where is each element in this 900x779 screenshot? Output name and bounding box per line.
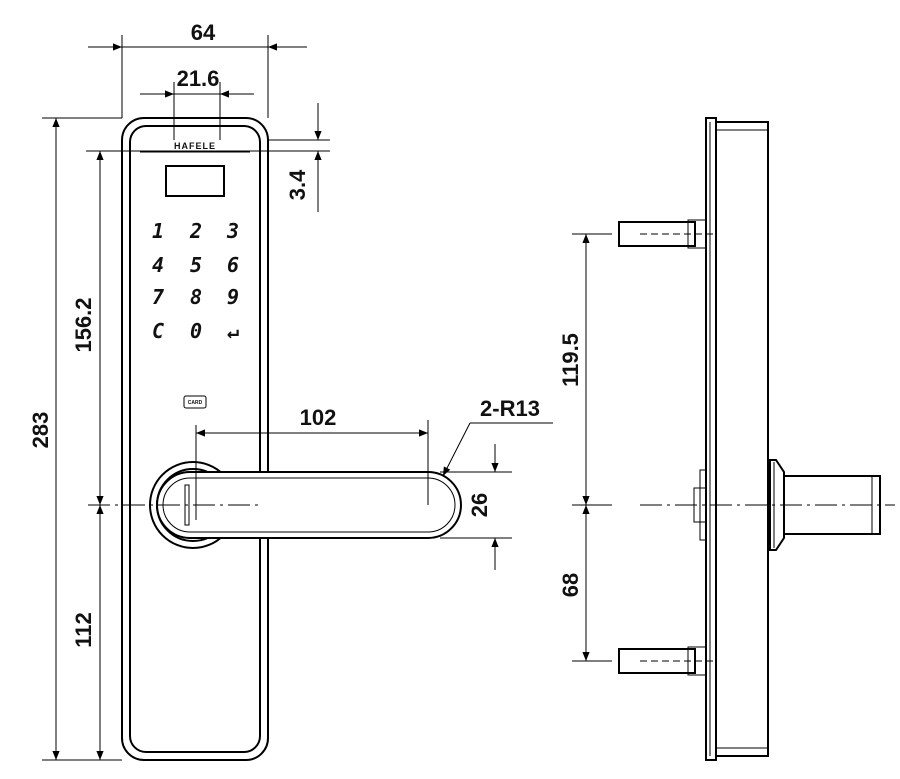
lever-handle-outer — [156, 471, 462, 539]
dim-side-lower: 68 — [558, 573, 583, 597]
key-6: 6 — [227, 253, 239, 277]
key-2: 2 — [189, 219, 202, 243]
front-view: HAFELE 1 2 3 4 5 6 7 8 9 C 0 ↵ CARD — [88, 117, 462, 761]
key-5: 5 — [190, 253, 202, 277]
key-4: 4 — [152, 253, 164, 277]
card-label: CARD — [188, 400, 203, 406]
side-dimensions: 119.5 68 — [558, 233, 612, 662]
dim-side-upper: 119.5 — [558, 333, 583, 387]
side-body — [715, 121, 769, 757]
lock-body-inner — [129, 125, 261, 753]
card-reader-icon — [183, 395, 207, 409]
brand-logo: HAFELE — [174, 141, 216, 151]
dim-width: 64 — [191, 20, 216, 45]
key-clear: C — [152, 319, 164, 343]
display-window — [165, 165, 225, 197]
front-dimensions: 64 21.6 3.4 283 156.2 112 102 2-R13 — [28, 20, 553, 761]
dim-handle-width: 26 — [467, 493, 492, 517]
lock-body-outer — [121, 117, 269, 761]
key-enter: ↵ — [227, 319, 239, 343]
side-back-plate — [705, 117, 717, 761]
key-8: 8 — [190, 285, 202, 309]
dim-display-width: 21.6 — [177, 66, 220, 91]
key-3: 3 — [226, 219, 239, 243]
dim-lower-height: 112 — [71, 612, 96, 648]
handle-boss — [769, 459, 785, 551]
key-1: 1 — [152, 219, 164, 243]
keypad: 1 2 3 4 5 6 7 8 9 C 0 ↵ — [152, 219, 239, 343]
side-view — [618, 117, 895, 761]
lever-handle-inner — [162, 477, 456, 533]
dim-handle-radius: 2-R13 — [480, 396, 540, 421]
dim-handle-length: 102 — [300, 405, 337, 430]
key-7: 7 — [152, 285, 164, 309]
key-0: 0 — [190, 319, 202, 343]
key-9: 9 — [227, 285, 239, 309]
dim-upper-height: 156.2 — [71, 297, 96, 352]
dim-total-height: 283 — [28, 412, 53, 449]
dim-top-offset: 3.4 — [285, 169, 310, 200]
